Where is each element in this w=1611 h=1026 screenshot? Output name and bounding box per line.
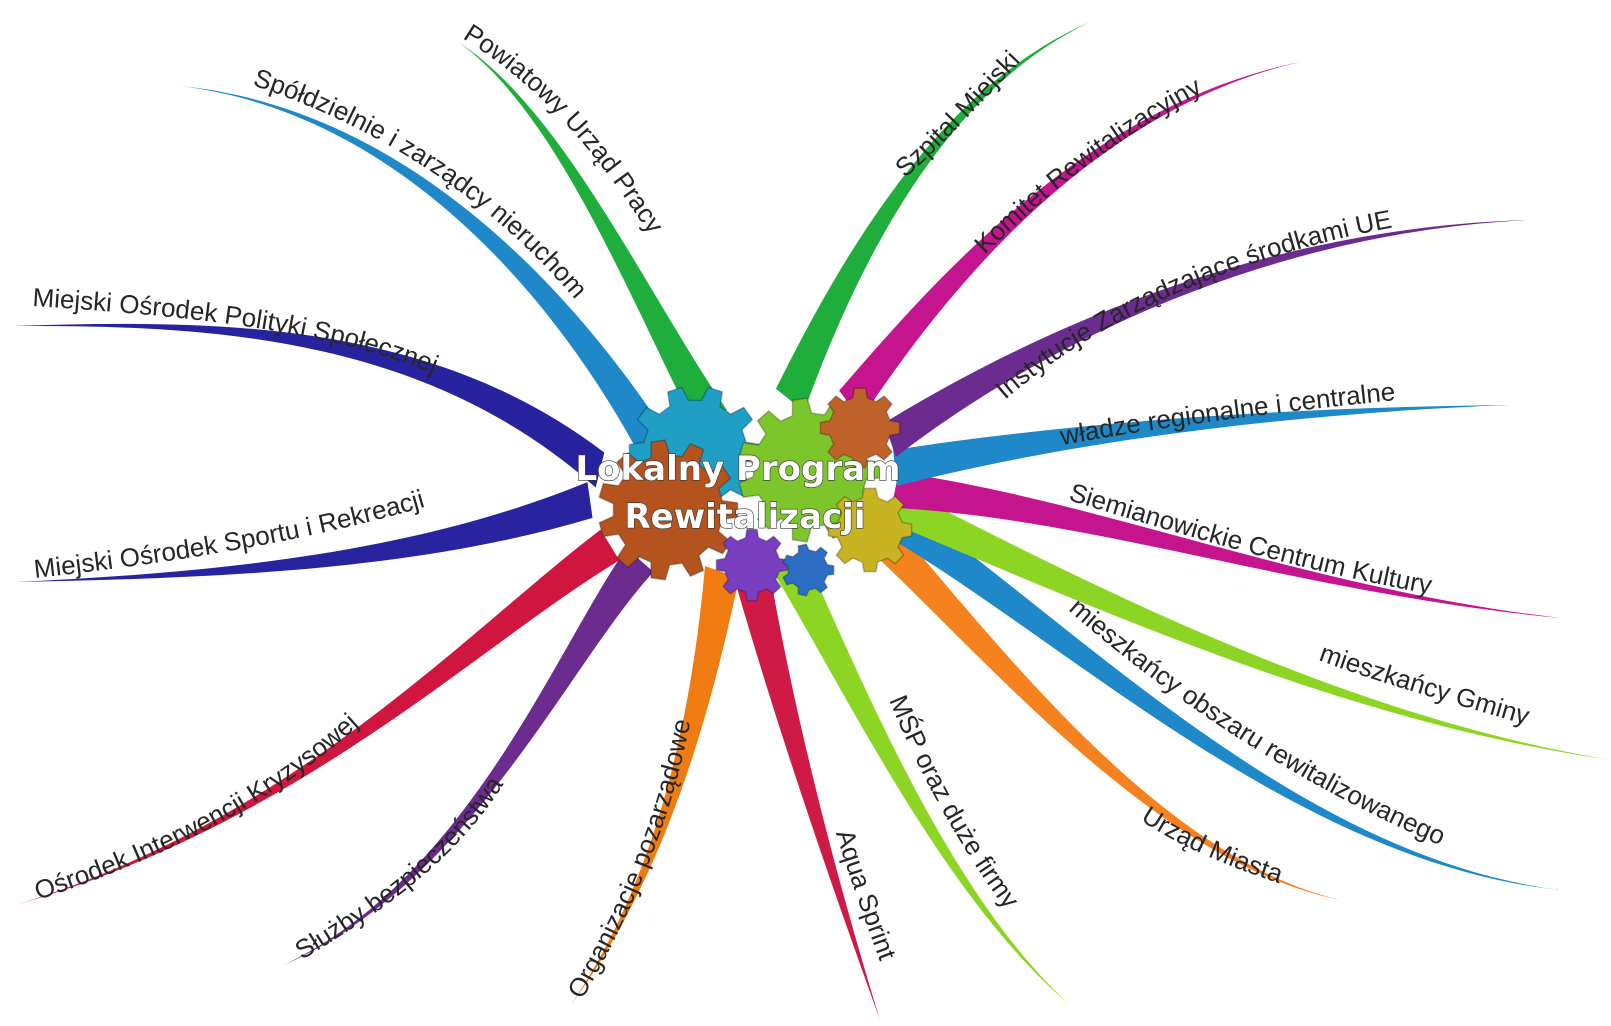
gear-brown bbox=[598, 439, 739, 581]
center-gears bbox=[598, 386, 913, 602]
branch-wladze bbox=[893, 405, 1510, 486]
label-msp: MŚP oraz duże firmy bbox=[883, 691, 1025, 914]
branch-ngo bbox=[570, 566, 739, 1006]
branch-mops bbox=[14, 323, 605, 488]
center-title-line2: Rewitalizacji bbox=[624, 497, 865, 537]
label-ngo: Organizacje pozarządowe bbox=[561, 716, 696, 1003]
center-title: Lokalny Program Rewitalizacji bbox=[575, 448, 901, 537]
label-mieszkancy-obszaru: mieszkańcy obszaru rewitalizowanego bbox=[1064, 592, 1450, 851]
branch-powiatowy bbox=[458, 42, 727, 431]
label-urzad: Urząd Miasta bbox=[1137, 800, 1288, 889]
branch-mosir bbox=[16, 482, 593, 582]
label-komitet: Komitet Rewitalizacyjny bbox=[968, 71, 1206, 259]
branch-oik bbox=[16, 529, 620, 905]
branches-group bbox=[14, 22, 1611, 1020]
branch-sck bbox=[891, 472, 1560, 618]
label-szpital: Szpital Miejski bbox=[889, 44, 1025, 182]
label-sluzby: Służby bezpieczeństwa bbox=[289, 770, 509, 965]
branch-urzad bbox=[868, 520, 1340, 900]
label-instytucje: Instytucje Zarządzające środkami UE bbox=[989, 204, 1394, 405]
branch-sluzby bbox=[282, 548, 654, 966]
branch-aqua bbox=[734, 570, 880, 1020]
branch-szpital bbox=[775, 22, 1090, 412]
gear-yellow bbox=[827, 487, 913, 573]
branch-komitet bbox=[839, 62, 1300, 420]
gear-orange bbox=[819, 387, 901, 469]
branch-msp bbox=[774, 555, 1070, 1005]
gear-purple bbox=[715, 528, 789, 602]
center-title-line1: Lokalny Program bbox=[576, 449, 901, 489]
label-oik: Ośrodek Interwencji Kryzysowej bbox=[30, 707, 363, 906]
gear-blue bbox=[782, 543, 835, 597]
